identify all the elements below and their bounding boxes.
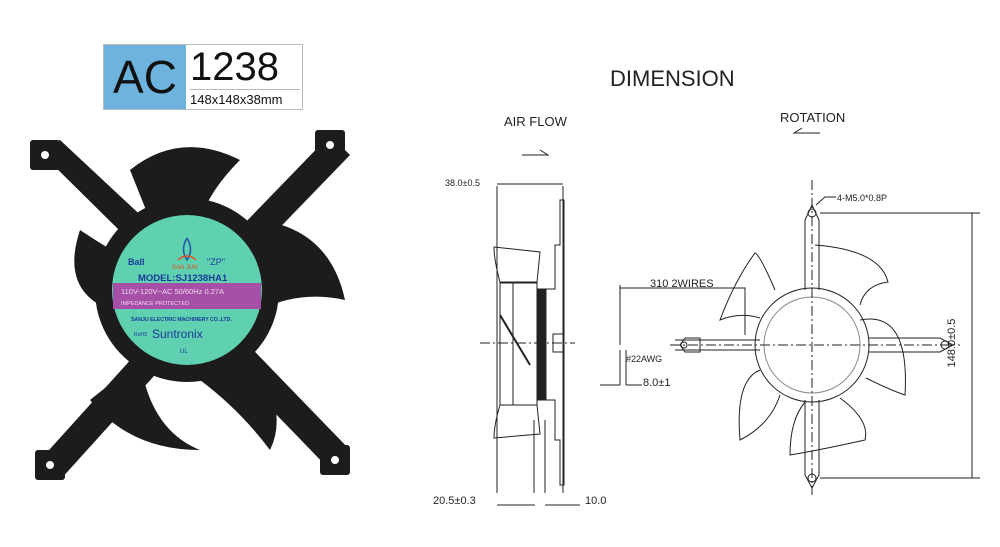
label-bearing: Ball — [128, 257, 145, 267]
front-view — [600, 180, 980, 495]
air-flow-arrow-icon — [522, 149, 550, 156]
dim-flange: 10.0 — [585, 495, 607, 507]
label-rating: 110V-120V~AC 50/60Hz 0.27A — [121, 287, 224, 296]
dim-depth: 38.0±0.5 — [445, 178, 480, 188]
label-protection: IMPEDANCE PROTECTED — [121, 301, 189, 307]
badge-prefix: AC — [104, 45, 186, 109]
label-brand: Suntronix — [152, 327, 203, 341]
rotation-arrow-icon — [792, 127, 820, 134]
label-model: MODEL:SJ1238HA1 — [138, 273, 228, 284]
model-badge: AC 1238 148x148x38mm — [103, 44, 303, 110]
label-rohs: RoHS — [134, 332, 148, 338]
badge-size: 148x148x38mm — [190, 89, 300, 109]
cert-mark: UL — [180, 349, 188, 355]
label-brand-logo: SAN JUN — [172, 265, 198, 271]
dim-hub: 20.5±0.3 — [433, 495, 476, 507]
side-view — [480, 183, 580, 506]
dim-strip: 8.0±1 — [643, 377, 671, 389]
wire-gauge: #22AWG — [626, 354, 663, 364]
drawing-title: DIMENSION — [610, 66, 735, 91]
label-manufacturer: SANJU ELECTRIC MACHINERY CO.,LTD. — [131, 317, 232, 323]
mount-holes: 4-M5.0*0.8P — [837, 193, 888, 203]
label-code: "ZP" — [207, 257, 225, 267]
badge-model-number: 1238 — [190, 45, 279, 89]
air-flow-label: AIR FLOW — [504, 114, 567, 129]
fan-photo: SAN JUN Ball "ZP" MODEL:SJ1238HA1 110V-1… — [30, 130, 350, 480]
dim-wires: 310 2WIRES — [650, 278, 714, 290]
rotation-label: ROTATION — [780, 110, 846, 125]
sanjun-logo-icon — [177, 237, 197, 262]
